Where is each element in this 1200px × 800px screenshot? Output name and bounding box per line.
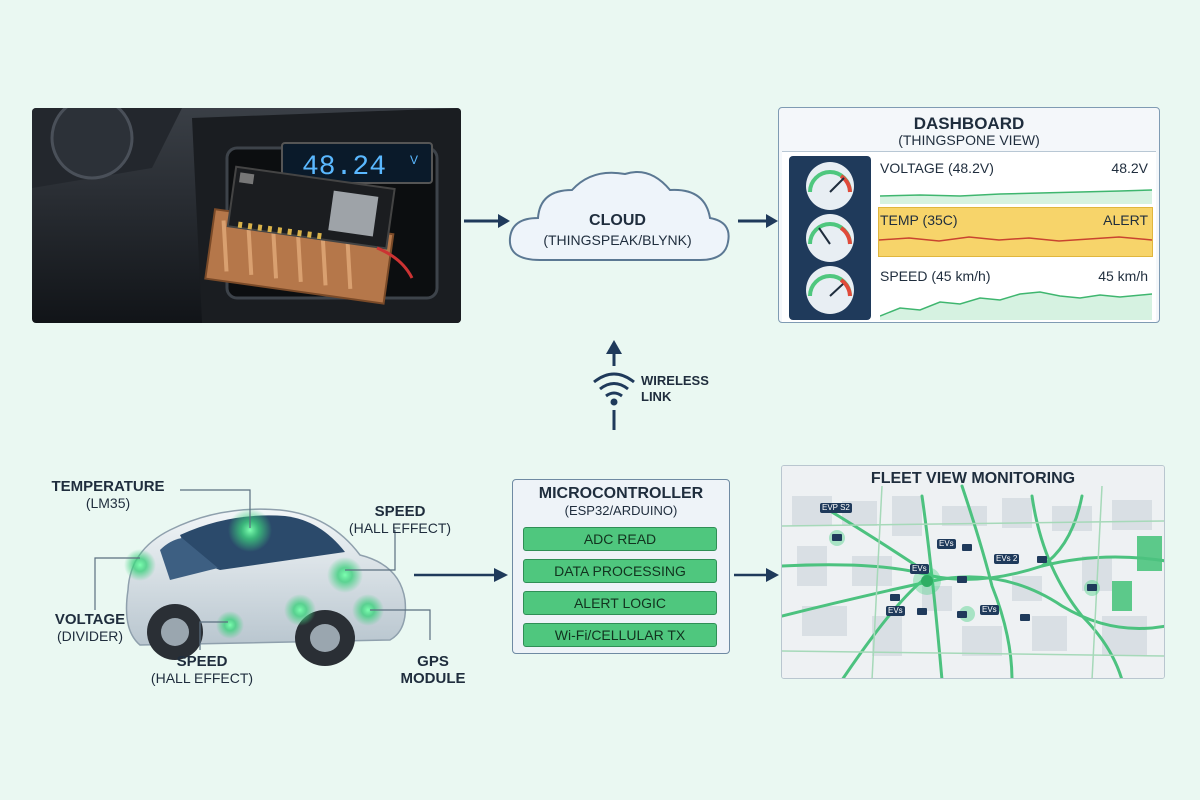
- wireless-label-line2: LINK: [641, 389, 672, 404]
- temperature-alert-band: [878, 207, 1153, 257]
- mcu-step-data-processing: DATA PROCESSING: [523, 559, 717, 583]
- gps-module-glow: [352, 594, 384, 626]
- mcu-subtitle: (ESP32/ARDUINO): [564, 503, 678, 518]
- fleet-map-panel: FLEET VIEW MONITORING: [781, 465, 1165, 679]
- gps-label-title: GPS: [417, 653, 449, 670]
- cloud-node: CLOUD (THINGSPEAK/BLYNK): [500, 160, 735, 270]
- speed-metric-value: 45 km/h: [1098, 268, 1148, 284]
- mcu-title: MICROCONTROLLER: [538, 485, 704, 502]
- speed-sparkline: [880, 291, 1152, 320]
- fleet-tag-evs-center: EVs: [910, 564, 929, 574]
- ev-car-illustration: [124, 508, 407, 666]
- dashboard-subtitle: (THINGSPONE VIEW): [898, 132, 1040, 148]
- temperature-alert-value: ALERT: [1103, 212, 1148, 228]
- fleet-title: FLEET VIEW MONITORING: [870, 470, 1076, 487]
- temperature-label-title: TEMPERATURE: [51, 478, 165, 495]
- speed-sensor-glow: [327, 557, 363, 593]
- wifi-icon: [593, 372, 635, 398]
- voltage-label-title: VOLTAGE: [54, 611, 126, 628]
- mcu-step-adc-read: ADC READ: [523, 527, 717, 551]
- speed-bottom-label-sub: (HALL EFFECT): [150, 670, 254, 686]
- dashboard-panel: DASHBOARD (THINGSPONE VIEW): [778, 107, 1160, 323]
- voltage-gauge-icon: [806, 162, 854, 210]
- cloud-subtitle: (THINGSPEAK/BLYNK): [543, 232, 692, 248]
- arrow-cloud-to-dashboard: [738, 214, 778, 228]
- mcu-step-alert-logic: ALERT LOGIC: [523, 591, 717, 615]
- temperature-sensor-label: TEMPERATURE (LM35): [38, 478, 178, 511]
- voltmeter-unit: V: [410, 153, 418, 167]
- speed-sensor-label-top: SPEED (HALL EFFECT): [336, 503, 464, 536]
- wireless-link-arrow: [593, 340, 635, 430]
- speed-bottom-label-title: SPEED: [176, 653, 228, 670]
- temperature-gauge-icon: [806, 214, 854, 262]
- fleet-tag-evs-left: EVs: [886, 606, 905, 616]
- fleet-tag-evs-right: EVs: [980, 605, 999, 615]
- temperature-label-sub: (LM35): [85, 495, 131, 511]
- fleet-tag-evs-2: EVs 2: [994, 554, 1020, 564]
- temperature-metric-label: TEMP (35C): [880, 212, 958, 228]
- voltage-label-sub: (DIVIDER): [56, 628, 124, 644]
- speed-sensor-label-bottom: SPEED (HALL EFFECT): [138, 653, 266, 686]
- gauge-column: [789, 156, 871, 320]
- speed-top-label-sub: (HALL EFFECT): [348, 520, 452, 536]
- speed-wheel-sensor-glow: [284, 594, 316, 626]
- sensor-leader-lines: [94, 489, 431, 650]
- voltage-sparkline: [880, 189, 1152, 204]
- temperature-sparkline: [879, 236, 1152, 242]
- mcu-step-wifi-tx: Wi-Fi/CELLULAR TX: [523, 623, 717, 647]
- dashboard-body: VOLTAGE (48.2V) 48.2V TEMP (35C) ALERT S…: [782, 151, 1156, 322]
- voltage-sensor-label: VOLTAGE (DIVIDER): [40, 611, 140, 644]
- fleet-city-map: [782, 466, 1164, 678]
- arrow-photo-to-cloud: [464, 214, 510, 228]
- wireless-label-line1: WIRELESS: [641, 373, 709, 388]
- cloud-title: CLOUD: [589, 212, 646, 229]
- speed-metric-label: SPEED (45 km/h): [880, 268, 991, 284]
- hardware-photo-illustration: 48.24 V: [32, 108, 461, 323]
- voltage-metric-label: VOLTAGE (48.2V): [880, 160, 994, 176]
- arrow-car-to-mcu: [414, 568, 508, 582]
- microcontroller-panel: MICROCONTROLLER (ESP32/ARDUINO) ADC READ…: [512, 479, 730, 654]
- gps-label-sub: MODULE: [400, 670, 466, 687]
- speed-rear-sensor-glow: [216, 611, 244, 639]
- dashboard-title: DASHBOARD: [913, 114, 1025, 133]
- speed-gauge-icon: [806, 266, 854, 314]
- cloud-icon: [508, 171, 730, 261]
- hardware-photo: 48.24 V: [32, 108, 461, 323]
- gps-module-label: GPS MODULE: [388, 653, 478, 687]
- arrow-mcu-to-fleet: [734, 568, 779, 582]
- voltage-metric-value: 48.2V: [1111, 160, 1148, 176]
- wireless-link-label: WIRELESS LINK: [641, 373, 709, 405]
- fleet-tag-evp-s2: EVP S2: [820, 503, 852, 513]
- temperature-sensor-glow: [228, 508, 272, 552]
- speed-top-label-title: SPEED: [374, 503, 426, 520]
- voltage-sensor-glow: [124, 549, 156, 581]
- fleet-tag-evs: EVs: [937, 539, 956, 549]
